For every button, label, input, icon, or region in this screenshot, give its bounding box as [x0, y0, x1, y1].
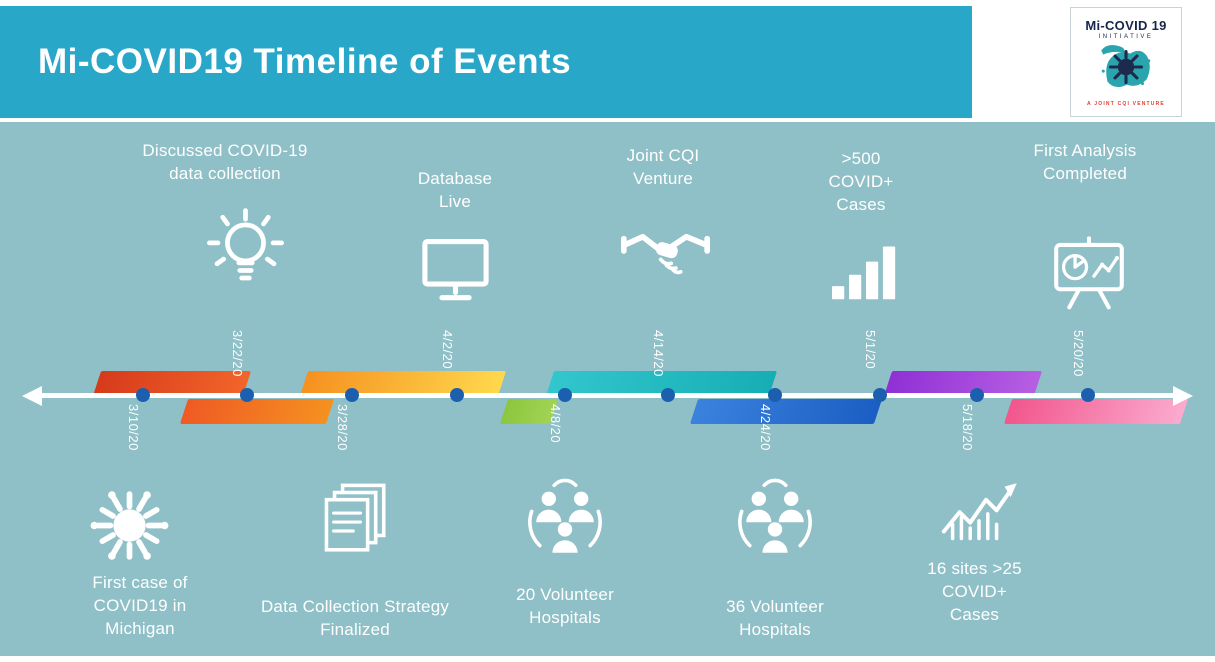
axis-arrow-left-icon	[22, 386, 42, 406]
people-group-icon	[520, 478, 610, 570]
timeline-dot	[136, 388, 150, 402]
event-date: 5/18/20	[960, 404, 975, 451]
timeline-dot	[1081, 388, 1095, 402]
timeline-dot	[970, 388, 984, 402]
event-label: First case of COVID19 in Michigan	[92, 573, 188, 638]
event-label: 16 sites >25 COVID+ Cases	[927, 559, 1022, 624]
timeline-dot	[558, 388, 572, 402]
lightbulb-icon	[198, 203, 293, 298]
mi-covid19-logo: Mi-COVID 19 INITIATIVE A JOINT CQI VENTU…	[1070, 7, 1182, 117]
event-label: Joint CQI Venture	[626, 146, 700, 188]
event-date: 4/24/20	[758, 404, 773, 451]
timeline-dot	[240, 388, 254, 402]
event-date: 3/10/20	[126, 404, 141, 451]
event-date: 4/8/20	[548, 404, 563, 444]
event-date: 5/20/20	[1071, 330, 1086, 377]
timeline-dot	[345, 388, 359, 402]
timeline-segment-pink	[1003, 399, 1189, 424]
event-label: First Analysis Completed	[1033, 141, 1137, 183]
timeline-dot	[450, 388, 464, 402]
monitor-icon	[413, 228, 498, 313]
logo-tagline: A JOINT CQI VENTURE	[1087, 100, 1165, 107]
event-date: 3/22/20	[230, 330, 245, 377]
event-date: 4/14/20	[651, 330, 666, 377]
bar-chart-icon	[832, 240, 898, 302]
timeline-axis	[40, 393, 1176, 398]
page-title: Mi-COVID19 Timeline of Events	[38, 42, 572, 81]
event-label: 20 Volunteer Hospitals	[516, 585, 614, 627]
timeline-segment-blue	[689, 399, 883, 424]
people-group-icon	[730, 478, 820, 570]
event-label: >500 COVID+ Cases	[828, 149, 894, 214]
event-label: Data Collection Strategy Finalized	[260, 597, 450, 639]
event-label: 36 Volunteer Hospitals	[726, 597, 824, 639]
handshake-icon	[618, 215, 713, 305]
timeline-dot	[768, 388, 782, 402]
timeline-dot	[873, 388, 887, 402]
event-date: 4/2/20	[440, 330, 455, 370]
virus-icon	[82, 478, 177, 573]
logo-subtitle: INITIATIVE	[1098, 33, 1154, 40]
event-label: Discussed COVID-19 data collection	[142, 141, 308, 183]
timeline-segment-orange	[179, 399, 335, 424]
timeline-dot	[661, 388, 675, 402]
michigan-virus-logo-icon	[1095, 40, 1157, 99]
event-date: 5/1/20	[863, 330, 878, 370]
event-date: 3/28/20	[335, 404, 350, 451]
axis-arrow-right-icon	[1173, 386, 1193, 406]
logo-name: Mi-COVID 19	[1085, 17, 1167, 33]
event-label: Database Live	[417, 169, 493, 211]
presentation-chart-icon	[1048, 232, 1130, 317]
header-bar: Mi-COVID19 Timeline of Events	[0, 6, 972, 118]
documents-icon	[315, 480, 397, 565]
trend-chart-icon	[935, 472, 1023, 554]
